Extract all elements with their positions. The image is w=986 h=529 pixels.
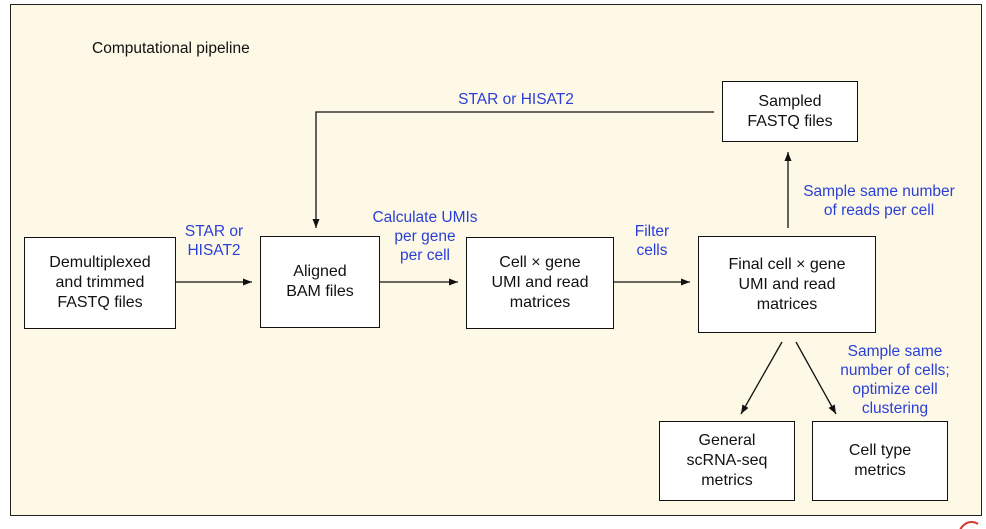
logo-swoosh-icon bbox=[958, 517, 980, 529]
label-sample-reads: Sample same number of reads per cell bbox=[803, 183, 955, 219]
box-sampled-fastq: Sampled FASTQ files bbox=[722, 81, 858, 142]
box-cell-type-metrics: Cell type metrics bbox=[812, 421, 948, 501]
diagram-heading: Computational pipeline bbox=[92, 40, 250, 57]
box-demultiplexed-fastq: Demultiplexed and trimmed FASTQ files bbox=[24, 237, 176, 329]
box-final-cell-gene-matrices: Final cell × gene UMI and read matrices bbox=[698, 236, 876, 333]
label-star-hisat2-loop: STAR or HISAT2 bbox=[458, 91, 574, 108]
label-filter-cells: Filter cells bbox=[634, 223, 670, 259]
label-sample-cells: Sample same number of cells; optimize ce… bbox=[840, 343, 950, 417]
label-star-hisat2-first: STAR or HISAT2 bbox=[184, 223, 244, 259]
box-cell-gene-matrices: Cell × gene UMI and read matrices bbox=[466, 237, 614, 329]
box-general-scrna-metrics: General scRNA-seq metrics bbox=[659, 421, 795, 501]
box-aligned-bam: Aligned BAM files bbox=[260, 236, 380, 328]
label-calculate-umis: Calculate UMIs per gene per cell bbox=[372, 209, 478, 264]
